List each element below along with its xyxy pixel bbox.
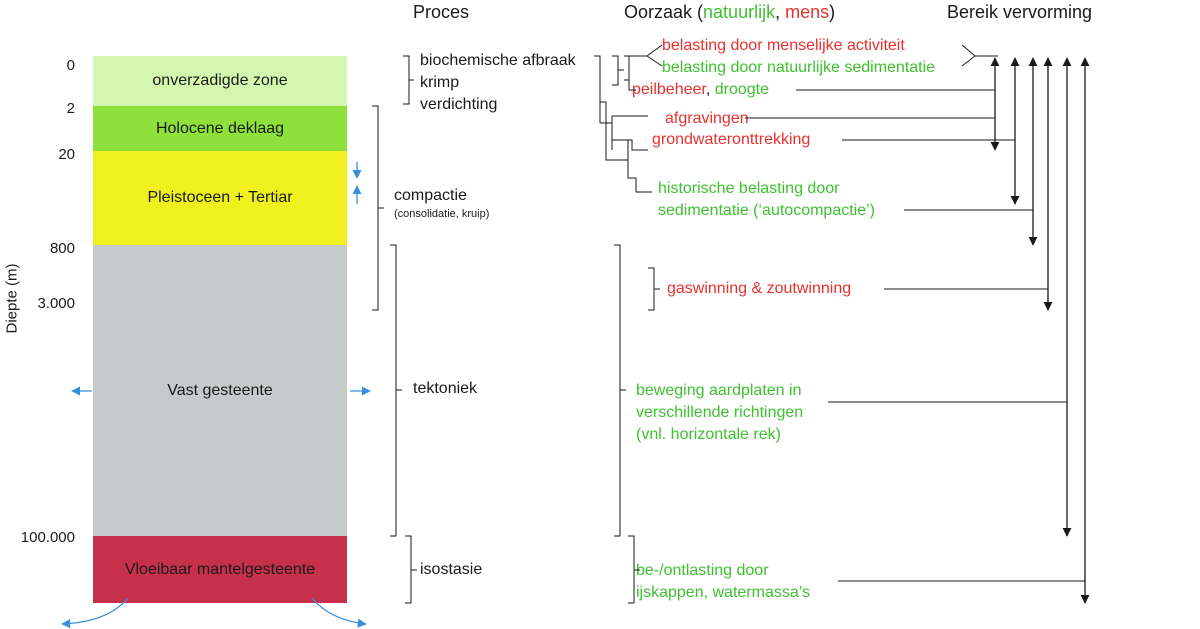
bracket-tektoniek	[390, 244, 402, 537]
cause-grondwateronttrekking: grondwateronttrekking	[652, 131, 811, 148]
process-verdichting: verdichting	[420, 96, 498, 113]
bracket-historisch	[627, 140, 652, 193]
header-oorzaak-natural: natuurlijk	[703, 2, 776, 22]
bracket-shallow-cause	[600, 101, 628, 161]
cause-ijskappen-line2: ijskappen, watermassa’s	[636, 584, 811, 601]
bracket-belasting	[612, 55, 624, 86]
bracket-grond	[594, 55, 612, 124]
depth-label: 20	[58, 146, 75, 163]
cause-peilbeheer-droogte: peilbeheer, droogte	[632, 79, 769, 101]
cause-ijskappen: be-/ontlasting door ijskappen, watermass…	[636, 560, 810, 604]
depth-label: 2	[66, 100, 75, 117]
process-shallow: biochemische afbraak krimp verdichting	[420, 50, 576, 116]
depth-label: 3.000	[37, 295, 75, 312]
header-oorzaak-prefix: Oorzaak (	[624, 2, 704, 22]
header-oorzaak-human: mens	[785, 2, 830, 22]
bracket-ijskappen	[628, 535, 640, 604]
mantle-flow-left	[61, 597, 129, 629]
bracket-peil	[624, 55, 630, 81]
cause-gaswinning: gaswinning & zoutwinning	[667, 280, 852, 297]
bracket-afgraving	[611, 115, 648, 151]
process-compactie: compactie	[394, 187, 467, 204]
cause-aardplaten-line3: (vnl. horizontale rek)	[636, 426, 781, 443]
bracket-gas	[648, 267, 660, 311]
cause-droogte: droogte	[714, 81, 769, 98]
layer-label: Vloeibaar mantelgesteente	[124, 560, 316, 578]
process-isostasie: isostasie	[420, 561, 483, 578]
cause-ijskappen-line1: be-/ontlasting door	[636, 562, 769, 579]
bracket-aardplaten	[614, 244, 626, 537]
cause-peil-sep: ,	[705, 81, 715, 98]
cause-belasting-mens: belasting door menselijke activiteit	[662, 37, 905, 54]
layer-pleistoceen-tertiar: Pleistoceen + Tertiar	[93, 151, 347, 245]
header-oorzaak-sep: ,	[775, 2, 786, 22]
cause-aardplaten: beweging aardplaten in verschillende ric…	[636, 380, 803, 446]
bracket-isostasie	[405, 535, 417, 604]
depth-label: 0	[66, 57, 75, 74]
layer-label: Holocene deklaag	[155, 119, 285, 137]
layer-label: onverzadigde zone	[152, 72, 288, 89]
layer-vloeibaar-mantelgesteente: Vloeibaar mantelgesteente	[93, 536, 347, 603]
process-compactie-sub: (consolidatie, kruip)	[394, 208, 490, 220]
header-oorzaak: Oorzaak (natuurlijk, mens)	[624, 2, 835, 23]
layer-label: Pleistoceen + Tertiar	[147, 189, 293, 206]
cause-aardplaten-line2: verschillende richtingen	[636, 404, 804, 421]
cause-aardplaten-line1: beweging aardplaten in	[636, 382, 802, 399]
cause-historische-belasting: historische belasting door sedimentatie …	[658, 178, 875, 222]
cause-peilbeheer: peilbeheer	[632, 81, 706, 98]
layer-holocene-deklaag: Holocene deklaag	[93, 106, 347, 151]
layer-onverzadigde-zone: onverzadigde zone	[93, 56, 347, 106]
depth-label: 800	[49, 240, 75, 257]
bracket-shallow	[403, 55, 414, 105]
cause-afgravingen: afgravingen	[665, 110, 749, 127]
leader-fork-right	[961, 44, 998, 67]
bracket-compactie	[372, 105, 384, 311]
bracket-fork-belasting	[629, 44, 663, 67]
cause-historisch-line1: historische belasting door	[658, 180, 840, 197]
cause-historisch-line2: sedimentatie (‘autocompactie’)	[658, 202, 875, 219]
depth-label: 100.000	[20, 529, 75, 546]
cause-belasting-natuur: belasting door natuurlijke sedimentatie	[662, 59, 936, 76]
process-krimp: krimp	[420, 74, 460, 91]
mantle-flow-right	[311, 597, 367, 628]
process-biochemische-afbraak: biochemische afbraak	[420, 52, 576, 69]
layer-vast-gesteente: Vast gesteente	[93, 245, 347, 536]
header-proces: Proces	[413, 2, 470, 22]
header-oorzaak-suffix: )	[829, 2, 836, 22]
header-bereik: Bereik vervorming	[947, 2, 1093, 22]
process-tektoniek: tektoniek	[413, 380, 478, 397]
layer-label: Vast gesteente	[167, 381, 273, 399]
bracket-peil-join	[628, 80, 636, 91]
